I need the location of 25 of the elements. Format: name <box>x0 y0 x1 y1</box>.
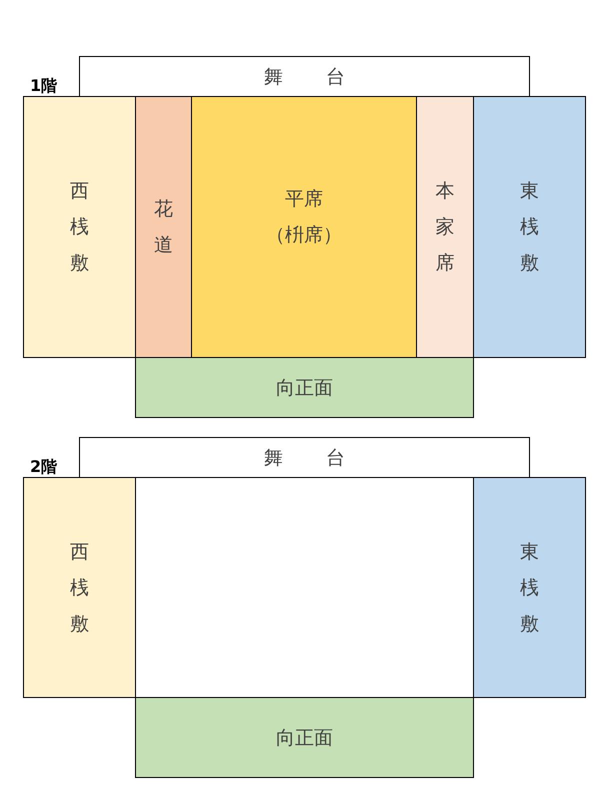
stage-box <box>79 437 530 478</box>
seating-area <box>135 96 192 358</box>
area-label: 向正面 <box>276 376 333 400</box>
area-label: 本家席 <box>434 179 456 276</box>
area-label: 平席 <box>285 187 323 212</box>
area-label: 向正面 <box>276 726 333 750</box>
seating-area <box>473 477 586 698</box>
seating-area <box>23 477 136 698</box>
seating-area <box>135 357 474 418</box>
area-label: 東桟敷 <box>518 540 540 636</box>
seating-area <box>23 96 136 358</box>
seating-area <box>416 96 474 358</box>
area-label: 花道 <box>152 197 174 258</box>
seating-area <box>473 96 586 358</box>
seating-area <box>191 96 417 358</box>
area-label: 西桟敷 <box>68 179 90 276</box>
stage-box <box>79 56 530 97</box>
floor-label: 2階 <box>30 457 58 478</box>
area-label: 東桟敷 <box>518 179 540 276</box>
stage-label: 舞 台 <box>263 446 357 470</box>
area-label: （枡席） <box>266 223 342 248</box>
area-label: 西桟敷 <box>68 540 90 636</box>
stage-label: 舞 台 <box>263 64 357 88</box>
seating-area <box>135 697 474 778</box>
floor-label: 1階 <box>30 76 58 97</box>
